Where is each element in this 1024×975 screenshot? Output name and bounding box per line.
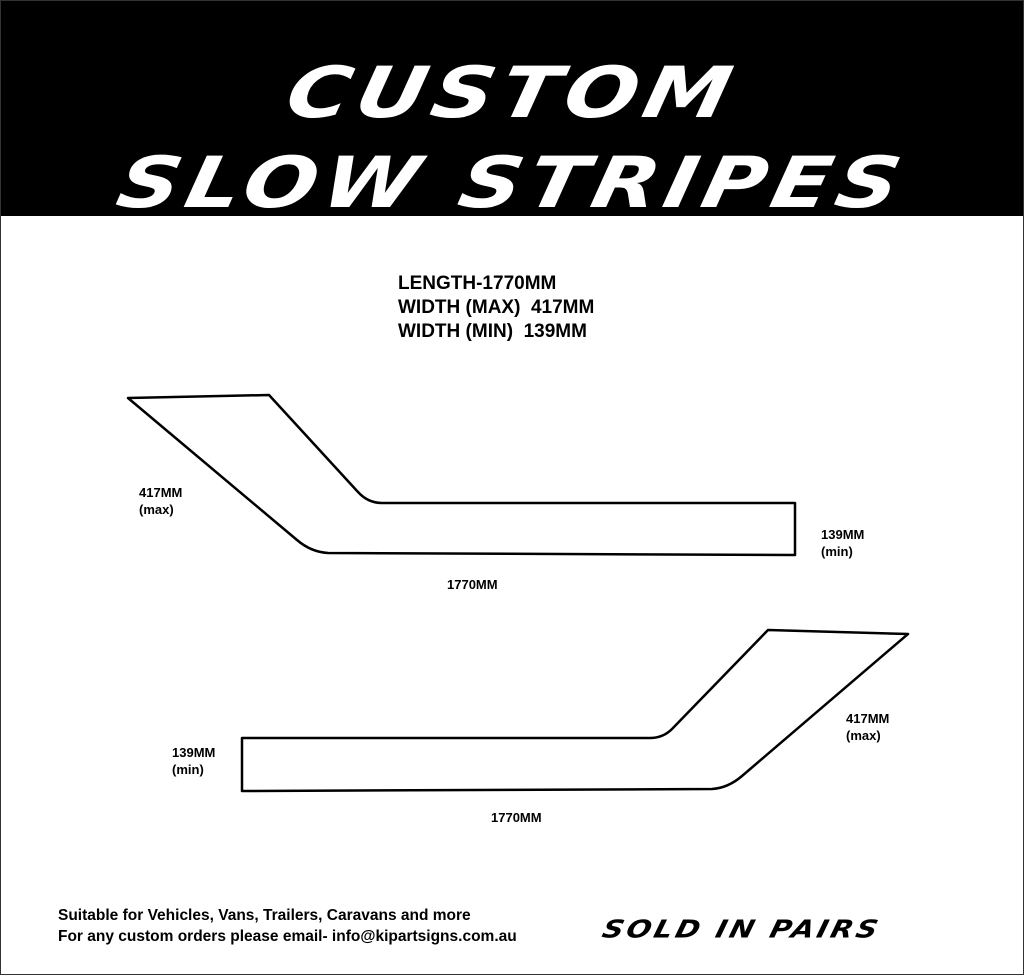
footer-text: Suitable for Vehicles, Vans, Trailers, C… [58, 905, 517, 947]
sold-in-pairs-label: SOLD IN PAIRS [599, 914, 884, 944]
spec-length: LENGTH-1770MM [398, 273, 557, 294]
stripe-bottom-max-label: 417MM (max) [846, 710, 889, 744]
stripe-bottom-outline [240, 628, 910, 793]
title-banner: CUSTOM SLOW STRIPES [1, 1, 1023, 224]
stripe-bottom-max-tag: (max) [846, 728, 881, 743]
stripe-bottom-min-value: 139MM [172, 745, 216, 760]
stripe-top-max-label: 417MM (max) [139, 484, 182, 518]
stripe-top-length-label: 1770MM [447, 577, 498, 592]
footer-contact: For any custom orders please email- info… [58, 928, 517, 945]
stripe-bottom-min-tag: (min) [172, 762, 204, 777]
stripe-top-outline [126, 393, 797, 557]
stripe-top-min-value: 139MM [821, 527, 865, 542]
stripe-top-min-tag: (min) [821, 544, 853, 559]
stripe-bottom-max-value: 417MM [846, 711, 890, 726]
stripe-top-max-value: 417MM [139, 485, 183, 500]
stripe-bottom-min-label: 139MM (min) [172, 744, 215, 778]
stripe-top-min-label: 139MM (min) [821, 526, 864, 560]
stripe-top-max-tag: (max) [139, 502, 174, 517]
footer-suitability: Suitable for Vehicles, Vans, Trailers, C… [58, 907, 471, 924]
spec-block: LENGTH-1770MM WIDTH (MAX) 417MM WIDTH (M… [398, 272, 594, 344]
spec-width-max: WIDTH (MAX) 417MM [398, 297, 595, 318]
spec-width-min: WIDTH (MIN) 139MM [398, 321, 587, 342]
stripe-bottom-length-label: 1770MM [491, 810, 542, 825]
